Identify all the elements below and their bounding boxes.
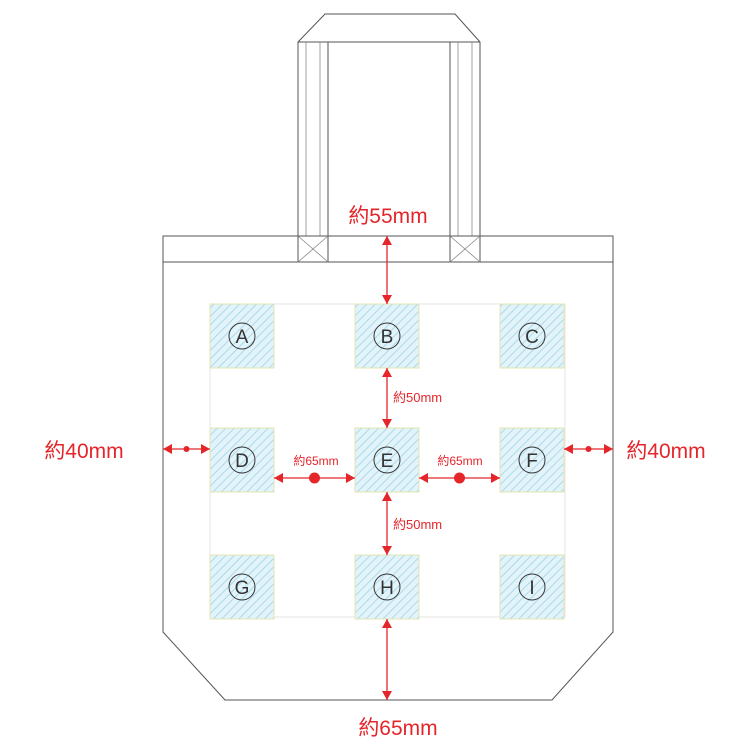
zone-box	[209, 303, 275, 369]
right-margin-arrow	[564, 444, 613, 454]
horizontal-gap-right-arrow	[419, 472, 500, 484]
zone-box	[499, 427, 565, 493]
arrow-head	[346, 473, 355, 483]
zone-letter: G	[235, 578, 250, 599]
arrow-head	[382, 368, 392, 377]
arrow-head	[491, 473, 500, 483]
vertical-gap-upper-arrow	[382, 368, 392, 428]
arrow-head	[274, 473, 283, 483]
left-stitch-box	[297, 235, 329, 263]
top-margin-label: 約55mm	[348, 205, 427, 228]
zone-c: C	[499, 303, 565, 369]
vertical-gap-lower-arrow	[382, 492, 392, 555]
dimension-arrows	[163, 236, 613, 700]
right-stitch-box	[449, 235, 481, 263]
zone-circle	[228, 446, 256, 474]
zone-letter: D	[235, 451, 249, 472]
bottom-margin-arrow	[382, 619, 392, 700]
arrow-head	[382, 546, 392, 555]
bottom-margin-label: 約65mm	[358, 717, 437, 740]
zone-box	[209, 554, 275, 620]
zone-circle	[373, 573, 401, 601]
zone-i: I	[499, 554, 565, 620]
zone-letter: F	[526, 451, 538, 472]
arrow-head	[382, 236, 392, 245]
zone-circle	[518, 446, 546, 474]
zone-letter: I	[529, 578, 534, 599]
arrow-head	[382, 619, 392, 628]
right-margin-label: 約40mm	[626, 440, 705, 463]
arrow-center-dot	[183, 446, 190, 452]
arrow-head	[382, 295, 392, 304]
zone-letter: A	[236, 327, 249, 348]
arrow-head	[382, 492, 392, 501]
zone-circle	[373, 322, 401, 350]
zone-box	[499, 554, 565, 620]
zone-letter: B	[381, 327, 394, 348]
left-margin-arrow	[163, 444, 210, 454]
zone-circle	[518, 322, 546, 350]
zone-h: H	[354, 554, 420, 620]
zone-box	[354, 554, 420, 620]
zone-circle	[228, 322, 256, 350]
zone-b: B	[354, 303, 420, 369]
arrow-center-dot	[309, 472, 320, 484]
top-margin-arrow	[382, 236, 392, 304]
left-margin-label: 約40mm	[44, 440, 123, 463]
zone-letter: E	[381, 451, 394, 472]
horizontal-gap-left-arrow	[274, 472, 355, 484]
arrow-head	[382, 691, 392, 700]
zone-d: D	[209, 427, 275, 493]
zone-f: F	[499, 427, 565, 493]
zone-circle	[518, 573, 546, 601]
arrow-center-dot	[585, 446, 592, 452]
print-zones: A B C D E F G H I	[209, 303, 565, 620]
arrow-head	[419, 473, 428, 483]
zone-box	[354, 427, 420, 493]
arrow-head	[382, 419, 392, 428]
zone-e: E	[354, 427, 420, 493]
vertical-gap-upper-label: 約50mm	[393, 390, 442, 405]
horizontal-gap-right-label: 約65mm	[437, 453, 482, 468]
bag-handles	[297, 13, 481, 237]
zone-circle	[228, 573, 256, 601]
arrow-head	[564, 444, 573, 454]
arrow-center-dot	[454, 472, 465, 484]
horizontal-gap-left-label: 約65mm	[293, 453, 338, 468]
zone-box	[209, 427, 275, 493]
arrow-head	[604, 444, 613, 454]
zone-g: G	[209, 554, 275, 620]
zone-a: A	[209, 303, 275, 369]
bag-body	[162, 235, 614, 701]
zone-circle	[373, 446, 401, 474]
zone-box	[499, 303, 565, 369]
zone-letter: C	[525, 327, 539, 348]
arrow-head	[201, 444, 210, 454]
vertical-gap-lower-label: 約50mm	[393, 517, 442, 532]
zone-letter: H	[380, 578, 394, 599]
zone-box	[354, 303, 420, 369]
arrow-head	[163, 444, 172, 454]
